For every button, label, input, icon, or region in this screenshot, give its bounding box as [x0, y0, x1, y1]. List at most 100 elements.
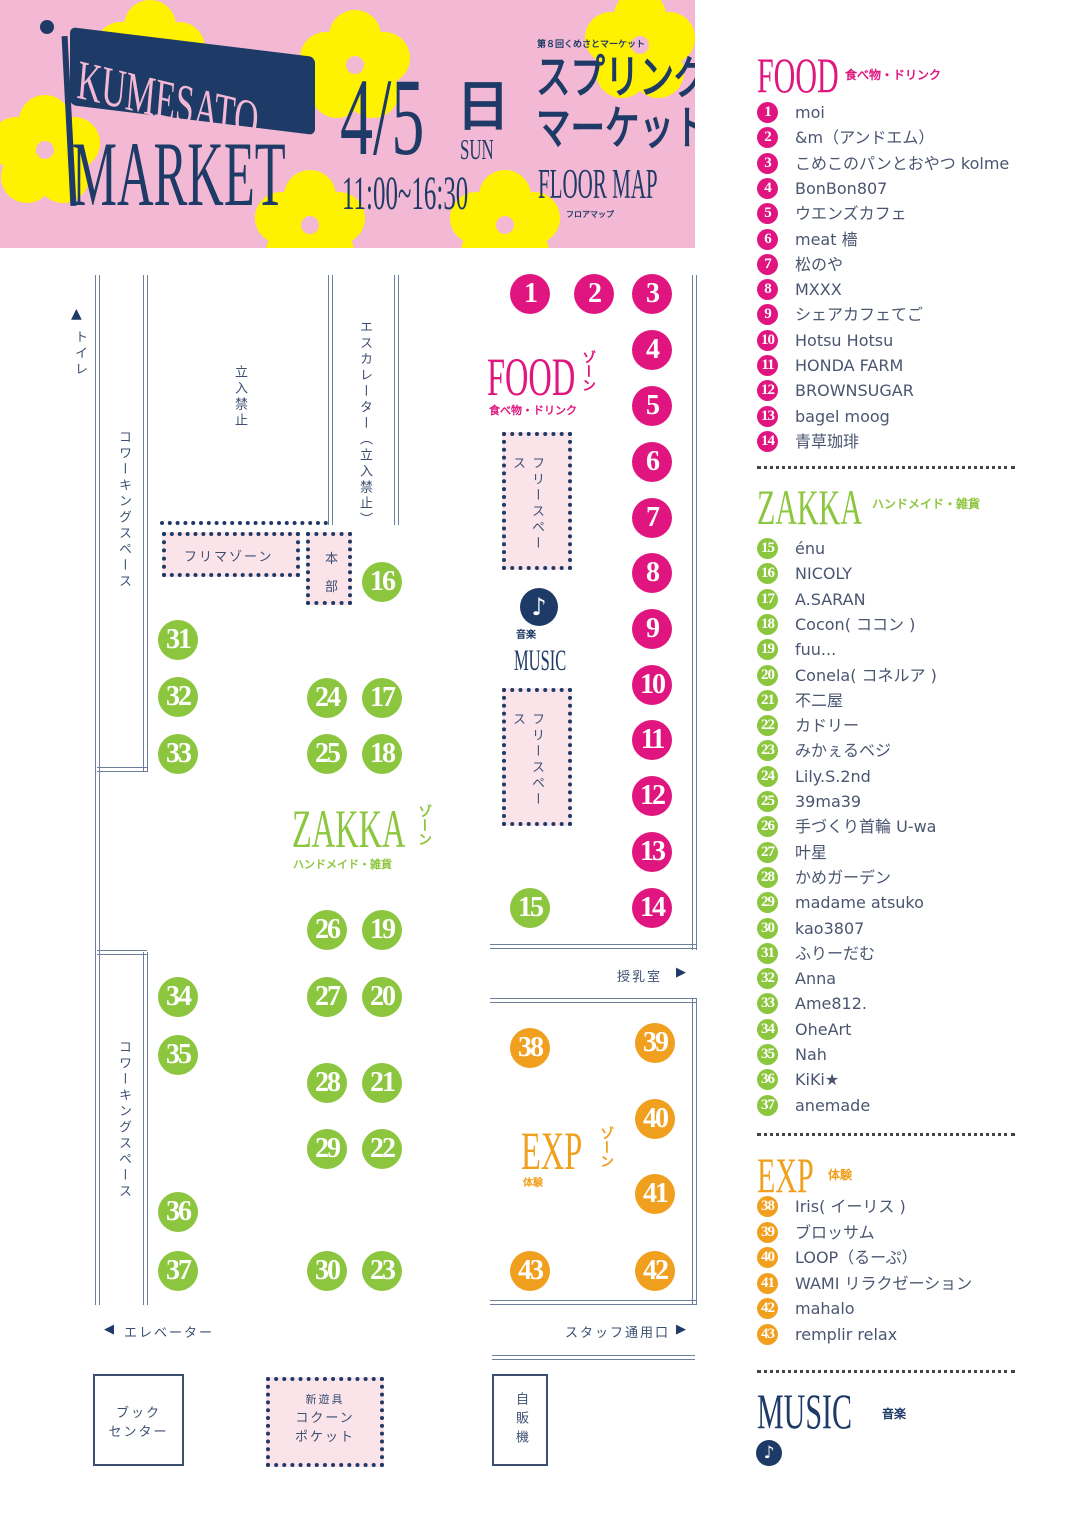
flag-pole-knob — [40, 20, 54, 34]
legend-item-name: KiKi★ — [795, 1070, 840, 1090]
legend-item-name: HONDA FARM — [795, 356, 904, 375]
stall-exp-39: 39 — [635, 1023, 675, 1063]
wall — [97, 767, 147, 772]
event-day: SUN — [460, 135, 494, 166]
wall — [692, 998, 697, 1305]
floor-map-kana: フロアマップ — [566, 210, 614, 219]
legend-item-name: BROWNSUGAR — [795, 381, 914, 401]
book-center: ブック センター — [93, 1374, 184, 1466]
stall-food-14: 14 — [632, 888, 672, 928]
legend-item-name: Conela( コネルア ) — [795, 665, 937, 685]
legend-item-number: 32 — [757, 968, 778, 990]
flea-market-zone: フリマゾーン — [162, 532, 300, 577]
legend-item-number: 29 — [757, 892, 778, 914]
legend-item-number: 3 — [757, 152, 778, 174]
stall-zakka-23: 23 — [362, 1251, 402, 1291]
event-edition: 第８回くめさとマーケット — [537, 40, 646, 50]
wall — [490, 1300, 697, 1305]
food-zone-subtitle: 食べ物・ドリンク — [489, 404, 577, 417]
legend-item-number: 11 — [757, 355, 778, 376]
legend-item-name: 手づくり首輪 U-wa — [795, 817, 937, 837]
legend-item-number: 14 — [757, 430, 778, 452]
legend-item-name: 不二屋 — [795, 690, 844, 710]
legend-item-number: 13 — [757, 405, 778, 427]
stall-zakka-32: 32 — [158, 677, 198, 717]
food-zone-suffix: ゾーン — [580, 350, 596, 392]
flower-decoration — [450, 170, 560, 248]
legend-exp-title: EXP — [757, 1147, 814, 1203]
legend-item-name: LOOP（るーぷ） — [795, 1248, 918, 1267]
divider — [757, 1370, 1015, 1373]
event-time: 11:00~16:30 — [342, 167, 469, 220]
legend-item-name: ウエンズカフェ — [795, 204, 907, 224]
legend-item-name: bagel moog — [795, 406, 890, 426]
legend-item-name: Nah — [795, 1045, 827, 1064]
zakka-zone-subtitle: ハンドメイド・雑貨 — [293, 858, 392, 871]
legend-item-number: 34 — [757, 1018, 778, 1040]
divider — [757, 466, 1015, 469]
wall — [394, 275, 399, 525]
legend-item-name: カドリー — [795, 716, 860, 736]
kokoon-label-3: ポケット — [294, 1430, 355, 1445]
arrow-left-icon: ◀ — [104, 1322, 114, 1337]
event-day-kanji: 日 — [456, 77, 510, 137]
legend-item-name: Hotsu Hotsu — [795, 330, 894, 350]
music-note-icon: ♪ — [520, 588, 558, 626]
free-space-1: フリースペース — [502, 432, 572, 570]
free-space-2: フリースペース — [502, 688, 572, 826]
wall — [95, 275, 100, 1305]
legend-item-name: Ame812. — [795, 994, 867, 1014]
legend-music-subtitle: 音楽 — [882, 1407, 907, 1421]
legend-item-number: 9 — [757, 304, 778, 326]
exp-zone-label: EXP — [521, 1121, 583, 1181]
stall-exp-38: 38 — [510, 1028, 550, 1068]
legend-item-number: 38 — [757, 1196, 778, 1217]
legend-item-number: 5 — [757, 203, 778, 225]
stall-exp-42: 42 — [635, 1251, 675, 1291]
stall-zakka-18: 18 — [362, 734, 402, 774]
legend-item-name: OheArt — [795, 1019, 852, 1039]
legend-item-number: 24 — [757, 765, 778, 787]
stall-zakka-31: 31 — [158, 620, 198, 660]
legend-item-number: 17 — [757, 588, 778, 610]
legend-item-name: énu — [795, 539, 826, 558]
legend-item-name: 叶星 — [795, 842, 828, 862]
stall-food-3: 3 — [632, 274, 672, 314]
arrow-right-icon: ▶ — [676, 965, 686, 980]
legend-item-name: Lily.S.2nd — [795, 766, 871, 786]
stall-zakka-35: 35 — [158, 1035, 198, 1075]
legend-item-name: こめこのパンとおやつ kolme — [795, 153, 1010, 173]
event-name-line1: スプリング — [536, 52, 695, 103]
legend-item-name: NICOLY — [795, 564, 853, 584]
stall-food-6: 6 — [632, 442, 672, 482]
legend-item-name: 松のや — [795, 254, 844, 274]
book-center-label-2: センター — [108, 1425, 169, 1440]
flower-decoration — [0, 95, 100, 205]
legend-item-name: 39ma39 — [795, 792, 862, 811]
legend-item-number: 21 — [757, 689, 778, 711]
stall-zakka-19: 19 — [362, 910, 402, 950]
legend-item-number: 43 — [757, 1323, 778, 1345]
wall — [328, 275, 333, 525]
kokoon-label-2: コクーン — [295, 1411, 355, 1426]
legend-item-name: anemade — [795, 1095, 871, 1115]
legend-item-number: 25 — [757, 791, 778, 812]
stall-exp-43: 43 — [510, 1251, 550, 1291]
vending-machine: 自販機 — [492, 1374, 548, 1466]
wall — [97, 950, 147, 955]
stall-food-1: 1 — [510, 274, 550, 314]
legend-item-name: madame atsuko — [795, 893, 924, 913]
legend-item-number: 31 — [757, 942, 778, 964]
legend-item-number: 42 — [757, 1298, 778, 1319]
headquarters: 本部 — [306, 532, 352, 605]
legend-item-name: BonBon807 — [795, 178, 888, 198]
stall-zakka-37: 37 — [158, 1251, 198, 1291]
floor-map-title: FLOOR MAP — [538, 162, 658, 208]
stall-food-5: 5 — [632, 386, 672, 426]
legend-zakka-subtitle: ハンドメイド・雑貨 — [872, 497, 981, 511]
legend-item-number: 39 — [757, 1221, 778, 1243]
legend-food-title: FOOD — [757, 47, 839, 103]
zakka-zone-label: ZAKKA — [292, 799, 406, 859]
book-center-label-1: ブック — [115, 1406, 161, 1421]
legend-item-name: Iris( イーリス ) — [795, 1197, 906, 1216]
